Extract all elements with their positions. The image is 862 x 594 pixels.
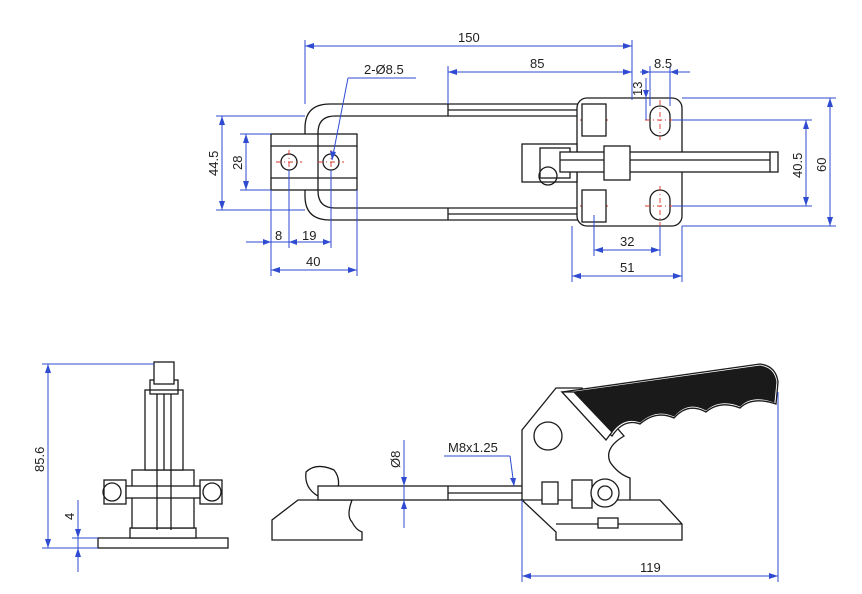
dim-32: 32 — [620, 234, 634, 249]
dim-thread: M8x1.25 — [448, 440, 498, 455]
dim-8-5-slot: 8.5 — [654, 56, 672, 71]
end-handle-tip — [153, 361, 175, 385]
top-view-dimensions: 150 85 8.5 13 2-Ø8.5 44.5 — [206, 30, 836, 282]
dim-hole-callout: 2-Ø8.5 — [364, 62, 404, 77]
dim-150: 150 — [458, 30, 480, 45]
dim-60: 60 — [814, 158, 829, 172]
dim-85: 85 — [530, 56, 544, 71]
handle-top — [559, 151, 779, 173]
side-body-hole — [533, 421, 563, 451]
dim-19: 19 — [302, 228, 316, 243]
end-view-dimensions: 85.6 4 — [32, 363, 154, 572]
catch-plate — [270, 133, 358, 191]
dim-rod-dia: Ø8 — [388, 451, 403, 468]
side-catch-plate — [271, 499, 363, 541]
end-base — [97, 537, 229, 549]
side-view — [271, 363, 779, 541]
dim-40: 40 — [306, 254, 320, 269]
dim-13: 13 — [630, 82, 645, 96]
dim-44-5: 44.5 — [206, 151, 221, 176]
dim-51: 51 — [620, 260, 634, 275]
top-view — [270, 97, 779, 227]
dim-28: 28 — [230, 156, 245, 170]
side-handle-grip — [572, 365, 777, 433]
dim-119: 119 — [640, 560, 661, 575]
dim-4: 4 — [62, 513, 77, 520]
dim-8: 8 — [275, 228, 282, 243]
side-view-dimensions: Ø8 M8x1.25 119 — [388, 392, 779, 582]
dim-85-6: 85.6 — [32, 447, 47, 472]
dim-40-5: 40.5 — [790, 153, 805, 178]
end-view — [97, 361, 229, 549]
